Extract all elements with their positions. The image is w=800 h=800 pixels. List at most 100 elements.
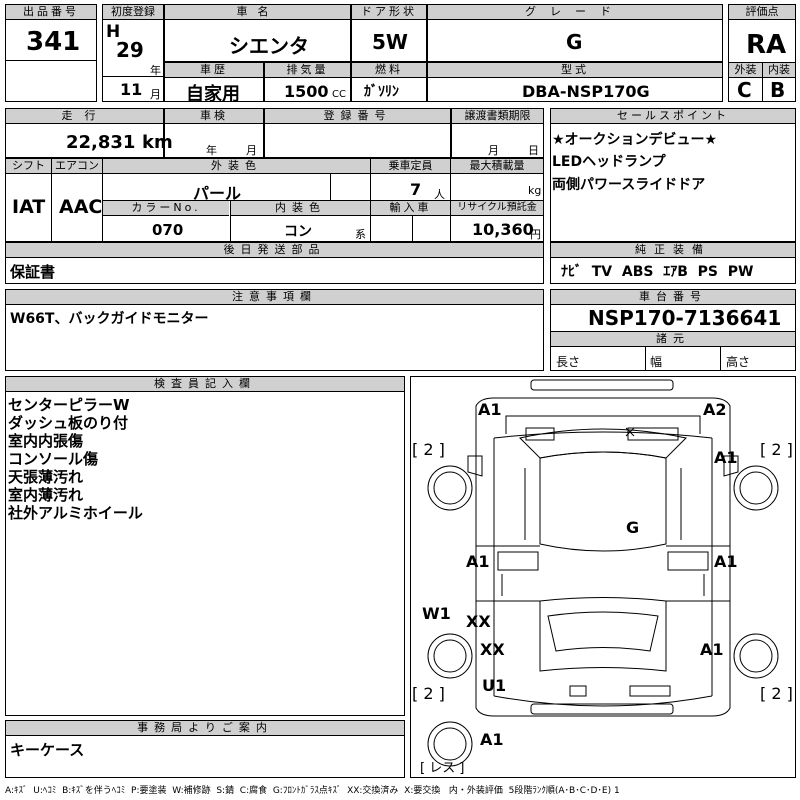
color-no-label: カラーNo. <box>103 201 229 216</box>
int-color-label: 内装色 <box>231 201 370 216</box>
car-name: シエンタ <box>229 34 309 58</box>
exterior-score: C <box>737 78 752 102</box>
interior-score: B <box>770 78 786 102</box>
inspector-label: 検査員記入欄 <box>6 377 404 392</box>
mileage-box <box>5 108 164 158</box>
wheel-fr-shape <box>733 465 779 511</box>
ac: AAC <box>59 196 103 218</box>
ac-label: エアコン <box>52 159 102 174</box>
score: RA <box>746 30 787 60</box>
inspector-line-4: コンソール傷 <box>8 450 99 468</box>
grade-box <box>427 4 723 62</box>
height-label: 高さ <box>726 355 751 369</box>
reg-no-box <box>264 108 451 158</box>
lot-box <box>5 4 97 102</box>
mark-left-door: A1 <box>466 552 490 571</box>
inspector-line-7: 社外アルミホイール <box>8 504 143 522</box>
later-parts-label: 後日発送部品 <box>6 243 543 258</box>
fuel-box <box>351 62 427 102</box>
chassis-label: 車台番号 <box>551 290 795 305</box>
yen-unit: 円 <box>530 228 541 241</box>
door-label: ドア形状 <box>352 5 426 20</box>
inspector-line-2: ダッシュ板のり付 <box>8 414 129 432</box>
mark-right-bracket-top: [ 2 ] <box>760 440 793 459</box>
fuel: ｶﾞｿﾘﾝ <box>364 84 399 100</box>
inspector-line-1: センターピラーW <box>8 396 130 414</box>
inspector-line-3: 室内内張傷 <box>8 432 84 450</box>
exterior-label: 外装 <box>729 63 762 78</box>
mark-left-quarter: XX <box>480 640 505 659</box>
int-color: コン <box>284 224 312 240</box>
shift: IAT <box>12 196 46 218</box>
width-label: 幅 <box>650 355 663 369</box>
wheel-fl-shape <box>427 465 473 511</box>
cc-unit: CC <box>332 89 346 100</box>
length-label: 長さ <box>556 355 581 369</box>
front-bumper-shape <box>530 379 674 391</box>
mark-front-left: A1 <box>478 400 502 419</box>
inspector-line-6: 室内薄汚れ <box>8 486 84 504</box>
body-color: パール <box>193 184 242 203</box>
mark-spare-tire: [ レス ] <box>420 761 465 776</box>
office-text: キーケース <box>10 741 85 759</box>
year-unit: 年 <box>150 64 161 77</box>
car-name-box <box>164 4 351 62</box>
displacement-box <box>264 62 351 102</box>
mileage: 22,831 <box>66 132 136 153</box>
transfer-month: 月 <box>488 144 499 157</box>
right-mirror-shape <box>723 455 739 477</box>
transfer-label: 譲渡書類期限 <box>452 109 543 124</box>
capacity: 7 <box>410 180 422 199</box>
load-label: 最大積載量 <box>451 159 543 174</box>
headlamp-left-shape <box>525 427 555 441</box>
lot-number: 341 <box>26 27 81 57</box>
sales-point-1: ★オークションデビュー★ <box>552 132 718 148</box>
interior-label: 内装 <box>763 63 795 78</box>
door-box <box>351 4 427 62</box>
windshield-shape <box>518 428 688 459</box>
model: DBA-NSP170G <box>522 82 650 101</box>
score-label: 評価点 <box>729 5 795 20</box>
color-no: 070 <box>152 221 184 239</box>
rear-bumper-shape <box>530 703 674 715</box>
insp-year: 年 <box>206 144 217 157</box>
sales-point-3: 両側パワースライドドア <box>552 177 706 193</box>
equip-label: 純正装備 <box>551 243 795 258</box>
mark-left-bracket-bottom: [ 2 ] <box>412 684 445 703</box>
office-label: 事務局よりご案内 <box>6 721 404 736</box>
int-color-suffix: 系 <box>355 228 366 241</box>
displacement-label: 排気量 <box>265 63 350 78</box>
sales-label: セールスポイント <box>551 109 795 124</box>
chassis-box <box>550 289 796 371</box>
mark-right-quarter: A1 <box>700 640 724 659</box>
mark-right-bracket-bottom: [ 2 ] <box>760 684 793 703</box>
spec-label: 諸元 <box>551 332 795 347</box>
history-box <box>164 62 264 102</box>
caution-label: 注意事項欄 <box>6 290 543 305</box>
later-parts: 保証書 <box>10 263 56 281</box>
car-name-label: 車名 <box>165 5 350 20</box>
inspection-label: 車検 <box>165 109 263 124</box>
reg-month: 11 <box>120 80 143 99</box>
recycle-fee: 10,360 <box>472 220 534 239</box>
mark-right-front-fender: A1 <box>714 448 738 467</box>
lot-label: 出品番号 <box>6 5 96 20</box>
history-label: 車歴 <box>165 63 263 78</box>
caution-box <box>5 289 544 371</box>
mark-front-right: A2 <box>703 400 727 419</box>
kg-unit: kg <box>528 184 542 197</box>
front-outline-shape <box>475 397 731 434</box>
later-parts-box <box>5 242 544 284</box>
mark-left-rear-door: XX <box>466 612 491 631</box>
month-unit: 月 <box>150 88 161 101</box>
reg-year: 29 <box>116 38 144 62</box>
wheel-spare-shape <box>427 721 473 767</box>
rear-window-shape <box>539 597 667 672</box>
car-diagram <box>427 379 779 767</box>
model-label: 型式 <box>428 63 722 78</box>
grade-label: グレード <box>428 5 722 20</box>
office-box <box>5 720 405 778</box>
mark-rear-lower: U1 <box>482 676 507 695</box>
recycle-label: リサイクル預託金 <box>451 201 543 216</box>
wheel-rr-shape <box>733 633 779 679</box>
